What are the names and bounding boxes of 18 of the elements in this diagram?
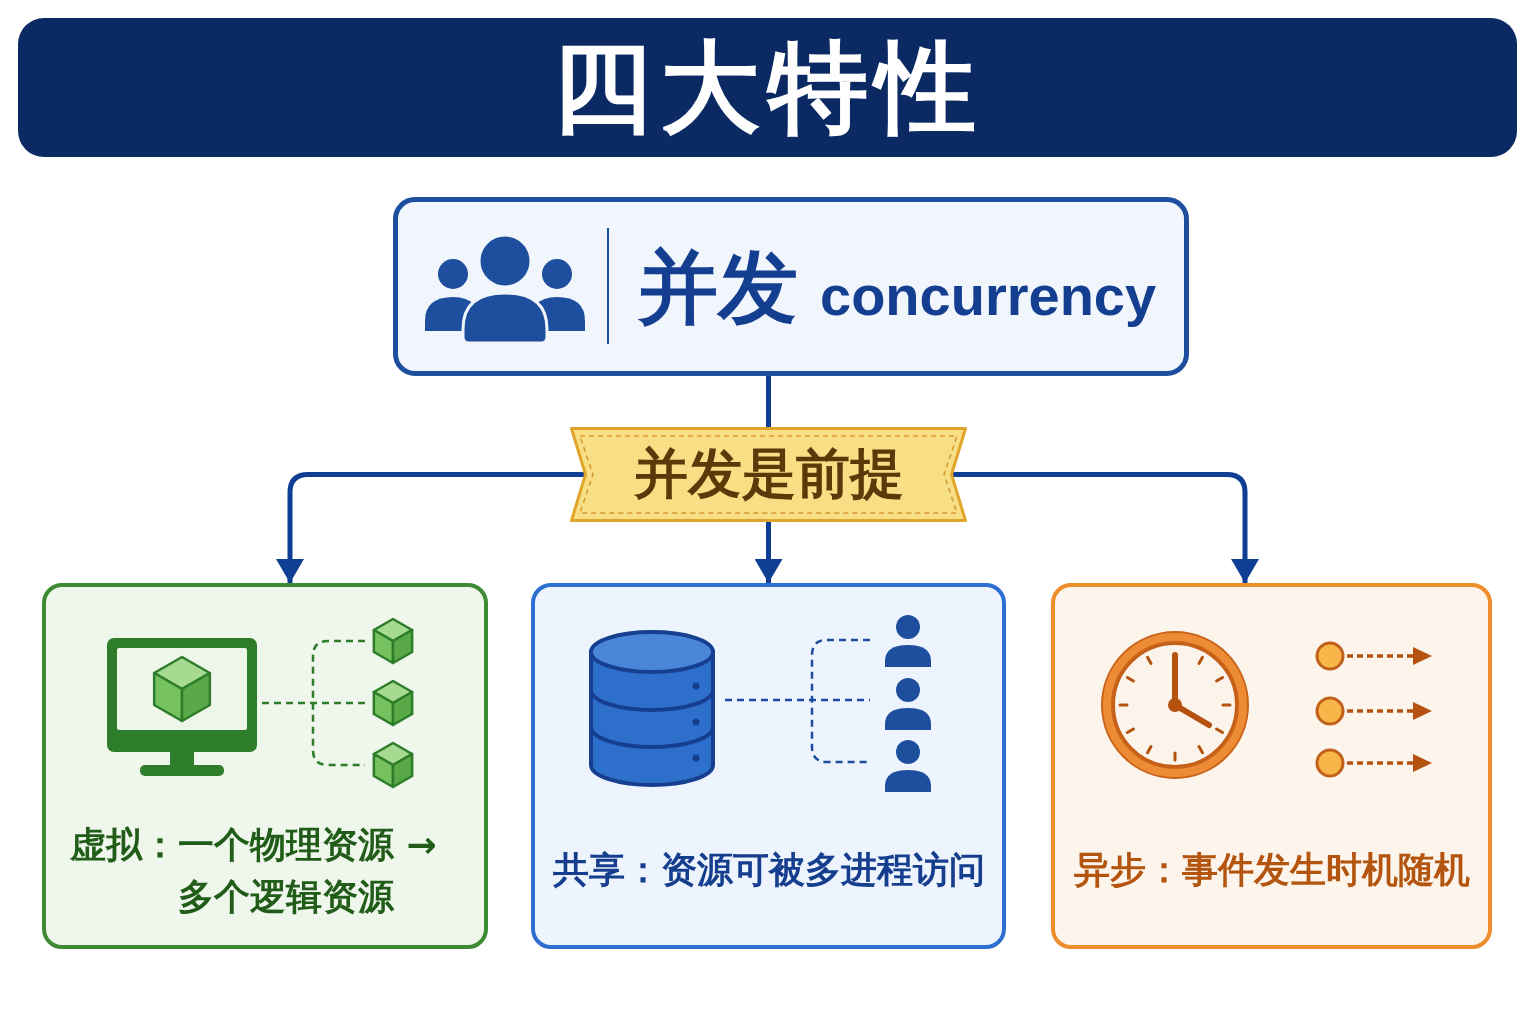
connector-line	[766, 376, 771, 427]
card-heading: 虚拟：	[70, 823, 178, 867]
arrow	[754, 522, 783, 583]
arrow	[276, 472, 584, 583]
card-description: 一个物理资源 →多个逻辑资源	[178, 823, 438, 919]
card-heading: 共享：	[552, 848, 661, 892]
feature-card	[1051, 583, 1492, 949]
arrow	[953, 472, 1259, 583]
concept-card	[393, 197, 1189, 376]
card-description: 事件发生时机随机	[1181, 848, 1470, 892]
ribbon-banner	[570, 427, 967, 522]
card-description: 资源可被多进程访问	[660, 848, 985, 892]
feature-card	[42, 583, 488, 949]
feature-card	[531, 583, 1006, 949]
title: 四大特性	[551, 32, 984, 143]
heading: 并发	[638, 248, 798, 328]
card-heading: 异步：	[1073, 848, 1182, 892]
ribbon-text: 并发是前提	[633, 443, 904, 504]
